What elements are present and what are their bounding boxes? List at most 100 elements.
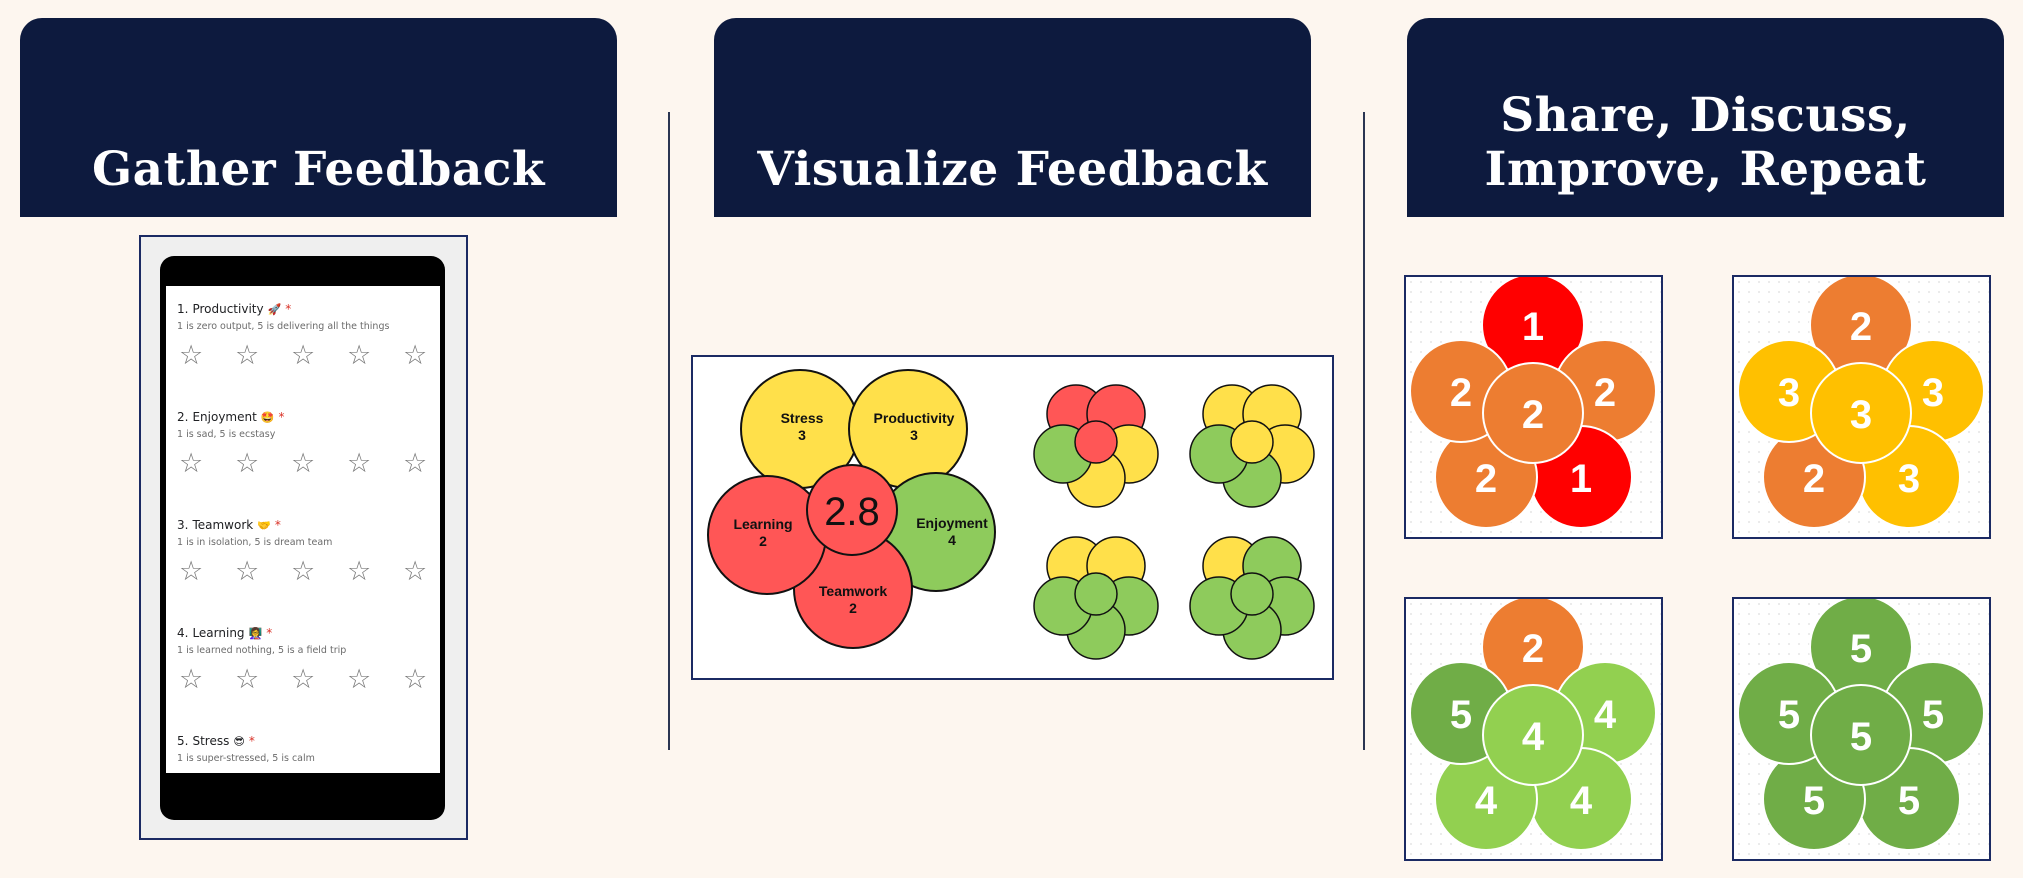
star-icon[interactable]: ☆ <box>179 448 204 479</box>
flower-center <box>1810 684 1912 786</box>
petal-score: 2 <box>1850 305 1872 349</box>
question-2: 2.Enjoyment🤩*1 is sad, 5 is ecstasy☆☆☆☆☆ <box>177 410 433 478</box>
question-hint: 1 is super-stressed, 5 is calm <box>177 753 315 764</box>
star-icon[interactable]: ☆ <box>291 556 316 587</box>
title-gather-feedback: Gather Feedback <box>92 142 545 197</box>
petal-learning <box>707 475 827 595</box>
question-hint: 1 is in isolation, 5 is dream team <box>177 537 333 548</box>
question-number: 5. <box>177 734 189 748</box>
center-score: 4 <box>1522 715 1545 759</box>
star-icon[interactable]: ☆ <box>179 556 204 587</box>
petal-value: 3 <box>910 427 918 443</box>
star-icon[interactable]: ☆ <box>403 340 428 371</box>
survey-form: 1.Productivity🚀* 1 is zero output, 5 is d… <box>166 286 440 773</box>
center-score: 3 <box>1850 393 1872 437</box>
star-icon[interactable]: ☆ <box>291 340 316 371</box>
question-title: 1.Productivity🚀* <box>177 302 433 316</box>
question-5: 5.Stress😎* 1 is super-stressed, 5 is calm <box>177 734 433 764</box>
star-icon[interactable]: ☆ <box>179 340 204 371</box>
star-icon[interactable]: ☆ <box>179 664 204 695</box>
petal-score: 4 <box>1594 693 1617 737</box>
question-title: 5.Stress😎* <box>177 734 433 748</box>
star-icon[interactable]: ☆ <box>347 664 372 695</box>
mini-center <box>1230 572 1274 616</box>
required-marker: * <box>274 518 281 532</box>
petal-value: 2 <box>759 533 767 549</box>
question-emoji: 🤩 <box>260 410 275 424</box>
center-score: 5 <box>1850 715 1872 759</box>
petal-score: 3 <box>1778 371 1800 415</box>
center-score: 2.8 <box>824 490 880 534</box>
star-icon[interactable]: ☆ <box>235 340 260 371</box>
question-number: 4. <box>177 626 189 640</box>
petal-score: 1 <box>1522 305 1544 349</box>
star-icon[interactable]: ☆ <box>347 340 372 371</box>
visualization-diagram: Stress3Productivity3Enjoyment4Teamwork2L… <box>707 369 1315 660</box>
question-label: Learning <box>192 626 245 640</box>
mini-center <box>1230 420 1274 464</box>
star-icon[interactable]: ☆ <box>403 448 428 479</box>
petal-score: 3 <box>1922 371 1944 415</box>
petal-score: 5 <box>1898 779 1920 823</box>
center-score-circle <box>806 464 898 556</box>
required-marker: * <box>285 302 292 316</box>
question-number: 3. <box>177 518 189 532</box>
banner-visualize: Visualize Feedback <box>714 18 1311 217</box>
petal-value: 2 <box>849 600 857 616</box>
star-icon[interactable]: ☆ <box>291 448 316 479</box>
question-emoji: 👩‍🏫 <box>248 626 263 640</box>
petal-score: 5 <box>1803 779 1825 823</box>
question-hint: 1 is sad, 5 is ecstasy <box>177 429 276 440</box>
petal-value: 3 <box>798 427 806 443</box>
question-number: 2. <box>177 410 189 424</box>
star-icon[interactable]: ☆ <box>347 448 372 479</box>
title-share-discuss: Share, Discuss, Improve, Repeat <box>1484 88 1927 197</box>
question-title: 4.Learning👩‍🏫* <box>177 626 433 640</box>
star-rating: ☆ ☆ ☆ ☆ ☆ <box>179 342 435 370</box>
petal-score: 2 <box>1594 371 1616 415</box>
question-hint: 1 is zero output, 5 is delivering all th… <box>177 321 390 332</box>
column-divider-2 <box>1363 112 1365 750</box>
petal-score: 2 <box>1475 457 1497 501</box>
question-label: Stress <box>192 734 230 748</box>
petal-label: Productivity <box>874 410 955 426</box>
star-icon[interactable]: ☆ <box>403 556 428 587</box>
petal-label: Learning <box>733 516 792 532</box>
mini-center <box>1074 420 1118 464</box>
question-3: 3.Teamwork🤝*1 is in isolation, 5 is drea… <box>177 518 433 586</box>
petal-score: 5 <box>1850 627 1872 671</box>
star-icon[interactable]: ☆ <box>291 664 316 695</box>
question-label: Enjoyment <box>192 410 257 424</box>
question-emoji: 😎 <box>233 734 245 748</box>
flower-center <box>1482 684 1584 786</box>
banner-share: Share, Discuss, Improve, Repeat <box>1407 18 2004 217</box>
star-icon[interactable]: ☆ <box>235 448 260 479</box>
question-1: 1.Productivity🚀* 1 is zero output, 5 is d… <box>177 302 433 370</box>
mini-flower-1 <box>1033 384 1159 508</box>
center-score: 2 <box>1522 393 1544 437</box>
question-hint: 1 is learned nothing, 5 is a field trip <box>177 645 347 656</box>
star-icon[interactable]: ☆ <box>235 664 260 695</box>
required-marker: * <box>248 734 255 748</box>
star-rating: ☆ ☆ ☆ ☆ ☆ <box>179 450 435 478</box>
star-icon[interactable]: ☆ <box>403 664 428 695</box>
question-label: Productivity <box>192 302 264 316</box>
star-icon[interactable]: ☆ <box>347 556 372 587</box>
question-4: 4.Learning👩‍🏫* 1 is learned nothing, 5 is… <box>177 626 433 694</box>
question-emoji: 🚀 <box>267 302 282 316</box>
petal-label: Enjoyment <box>916 515 988 531</box>
petal-score: 2 <box>1450 371 1472 415</box>
star-icon[interactable]: ☆ <box>235 556 260 587</box>
petal-score: 2 <box>1803 457 1825 501</box>
mini-center <box>1074 572 1118 616</box>
mini-flower-2 <box>1189 384 1315 508</box>
column-divider-1 <box>668 112 670 750</box>
